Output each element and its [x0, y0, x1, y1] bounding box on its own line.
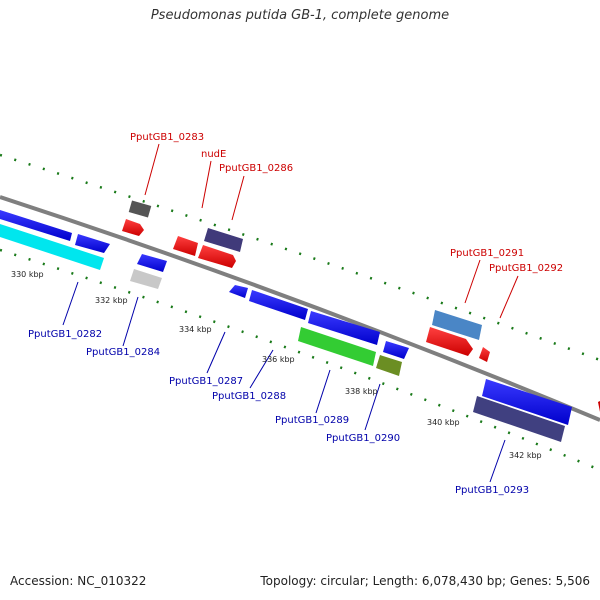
gene-0293: [473, 379, 572, 442]
reverse-connectors: [62, 281, 506, 483]
gene-label-nudE: nudE: [201, 149, 226, 160]
gene-nudE-0286: [173, 228, 243, 268]
reverse-gene-labels: PputGB1_0282 PputGB1_0284 PputGB1_0287 P…: [28, 329, 529, 496]
gene-0291-0292: [426, 310, 600, 412]
genome-backbone: [0, 195, 600, 422]
gene-label-PputGB1_0293: PputGB1_0293: [455, 485, 529, 496]
gene-label-PputGB1_0288: PputGB1_0288: [212, 391, 286, 402]
tick-label: 332 kbp: [95, 296, 128, 305]
gene-0289-0290: [298, 327, 402, 376]
gene-block-0282: [0, 210, 110, 270]
tick-label: 330 kbp: [11, 270, 44, 279]
gene-0284: [130, 254, 167, 289]
tick-label: 340 kbp: [427, 418, 460, 427]
tick-ring-outer: [0, 153, 600, 362]
gene-label-PputGB1_0282: PputGB1_0282: [28, 329, 102, 340]
gene-label-PputGB1_0284: PputGB1_0284: [86, 347, 160, 358]
gene-label-PputGB1_0291: PputGB1_0291: [450, 248, 524, 259]
gene-label-PputGB1_0287: PputGB1_0287: [169, 376, 243, 387]
genome-title: Pseudomonas putida GB-1, complete genome: [150, 8, 450, 23]
gene-label-PputGB1_0289: PputGB1_0289: [275, 415, 349, 426]
tick-label: 342 kbp: [509, 451, 542, 460]
tick-label: 338 kbp: [345, 387, 378, 396]
gene-0283: [122, 200, 152, 236]
forward-gene-labels: PputGB1_0283 nudE PputGB1_0286 PputGB1_0…: [130, 132, 563, 274]
tick-ring-inner: [0, 248, 600, 472]
accession-label: Accession: NC_010322: [10, 574, 147, 588]
tick-label: 334 kbp: [179, 325, 212, 334]
gene-0287-0288: [229, 285, 409, 359]
gene-label-PputGB1_0286: PputGB1_0286: [219, 163, 293, 174]
genome-summary: Topology: circular; Length: 6,078,430 bp…: [260, 574, 590, 588]
tick-label: 336 kbp: [262, 355, 295, 364]
gene-label-PputGB1_0290: PputGB1_0290: [326, 433, 400, 444]
gene-label-PputGB1_0292: PputGB1_0292: [489, 263, 563, 274]
forward-connectors: [144, 143, 519, 319]
kbp-tick-labels: 330 kbp 332 kbp 334 kbp 336 kbp 338 kbp …: [11, 270, 542, 460]
gene-label-PputGB1_0283: PputGB1_0283: [130, 132, 204, 143]
